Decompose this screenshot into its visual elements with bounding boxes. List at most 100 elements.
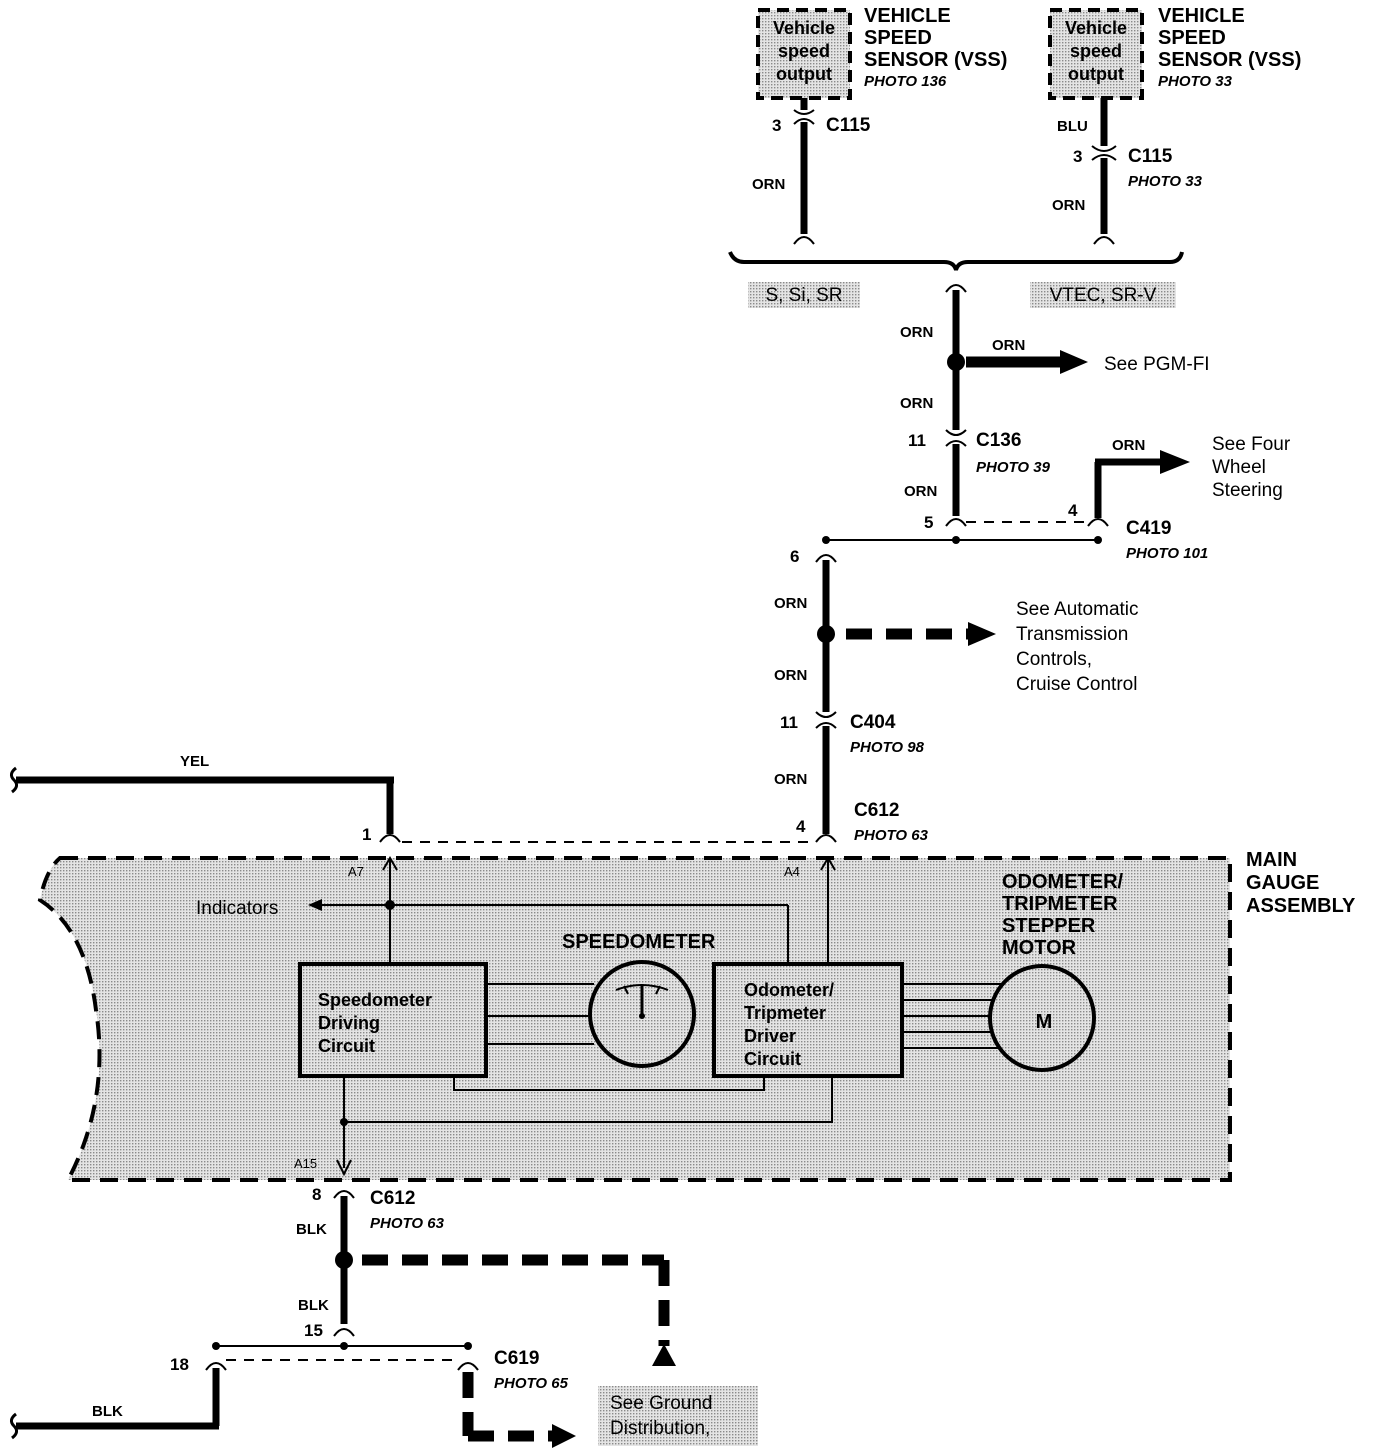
vss-right-title-1: VEHICLE bbox=[1158, 5, 1245, 27]
speedometer-label: SPEEDOMETER bbox=[562, 931, 716, 953]
wire-label-orn-7: ORN bbox=[774, 667, 807, 684]
orn-trunk: ORN ORN See PGM-FI ORN 11 C136 PHOTO 39 … bbox=[900, 284, 1210, 527]
c404-name: C404 bbox=[850, 712, 896, 733]
indicators-label: Indicators bbox=[196, 898, 278, 919]
vss-right-box-line1: Vehicle bbox=[1065, 18, 1127, 38]
wire-label-blu: BLU bbox=[1057, 118, 1088, 135]
wire-label-orn-1: ORN bbox=[752, 176, 785, 193]
c115-right-pin: 3 bbox=[1073, 147, 1082, 166]
wire-label-orn-8: ORN bbox=[774, 771, 807, 788]
vss-right-title-3: SENSOR (VSS) bbox=[1158, 49, 1301, 71]
c115-left-pin: 3 bbox=[772, 116, 781, 135]
speedo-circuit-2: Driving bbox=[318, 1013, 380, 1033]
speedo-circuit-3: Circuit bbox=[318, 1036, 375, 1056]
vss-left-box bbox=[756, 8, 852, 100]
ref-ground-2: Distribution, bbox=[610, 1418, 710, 1439]
c612-top-photo: PHOTO 63 bbox=[854, 827, 929, 844]
stepper-title-1: ODOMETER/ bbox=[1002, 871, 1124, 893]
odo-circuit-2: Tripmeter bbox=[744, 1003, 826, 1023]
vss-left-box-line2: speed bbox=[778, 41, 830, 61]
vss-left-title-2: SPEED bbox=[864, 27, 932, 49]
wire-label-orn-5: ORN bbox=[904, 483, 937, 500]
c612-bottom-name: C612 bbox=[370, 1188, 415, 1209]
wire-label-orn-4: ORN bbox=[900, 395, 933, 412]
c115-right-photo: PHOTO 33 bbox=[1128, 173, 1203, 190]
c136-name: C136 bbox=[976, 430, 1021, 451]
orn-lower-trunk: 6 ORN See Automatic Transmission Control… bbox=[774, 547, 1139, 844]
ref-4ws-2: Wheel bbox=[1212, 457, 1266, 478]
c404-pin: 11 bbox=[780, 713, 798, 732]
odo-circuit-1: Odometer/ bbox=[744, 980, 834, 1000]
ref-at-4: Cruise Control bbox=[1016, 674, 1137, 695]
vss-right-title-2: SPEED bbox=[1158, 27, 1226, 49]
c612-bottom-pin: 8 bbox=[312, 1185, 321, 1204]
ref-at-1: See Automatic bbox=[1016, 599, 1139, 620]
c612-pin-left: 1 bbox=[362, 825, 371, 844]
ref-at-2: Transmission bbox=[1016, 624, 1128, 645]
gauge-title-3: ASSEMBLY bbox=[1246, 895, 1356, 917]
c419-pin-left: 5 bbox=[924, 513, 933, 532]
terminal-a4: A4 bbox=[784, 864, 800, 879]
ref-4ws-1: See Four bbox=[1212, 434, 1291, 455]
c612-pin-right: 4 bbox=[796, 817, 806, 836]
speedo-circuit-1: Speedometer bbox=[318, 990, 432, 1010]
vss-right-box-line2: speed bbox=[1070, 41, 1122, 61]
stepper-title-3: STEPPER bbox=[1002, 915, 1096, 937]
odo-circuit-3: Driver bbox=[744, 1026, 796, 1046]
ref-pgmfi: See PGM-FI bbox=[1104, 354, 1210, 375]
vss-left-title-1: VEHICLE bbox=[864, 5, 951, 27]
vss-right-box-line3: output bbox=[1068, 64, 1124, 84]
c115-right-name: C115 bbox=[1128, 146, 1173, 167]
wire-label-orn-2: ORN bbox=[1052, 197, 1085, 214]
gauge-title-1: MAIN bbox=[1246, 849, 1297, 871]
wire-label-orn-3: ORN bbox=[900, 324, 933, 341]
terminal-a15: A15 bbox=[294, 1156, 317, 1171]
wire-label-blk-3: BLK bbox=[92, 1403, 123, 1420]
stepper-title-4: MOTOR bbox=[1002, 937, 1077, 959]
c419-pin-right: 4 bbox=[1068, 501, 1078, 520]
wire-label-blk-1: BLK bbox=[296, 1221, 327, 1238]
wire-label-blk-2: BLK bbox=[298, 1297, 329, 1314]
vss-right-photo: PHOTO 33 bbox=[1158, 73, 1233, 90]
c115-left-name: C115 bbox=[826, 115, 871, 136]
c419-photo: PHOTO 101 bbox=[1126, 545, 1208, 562]
stepper-motor-circle bbox=[988, 964, 1096, 1072]
wire-label-yel: YEL bbox=[180, 753, 209, 770]
wire-vss-right: BLU 3 C115 PHOTO 33 ORN bbox=[1052, 98, 1203, 245]
variant-right-label: VTEC, SR-V bbox=[1050, 285, 1157, 306]
vss-left-box-line3: output bbox=[776, 64, 832, 84]
c612-top-name: C612 bbox=[854, 800, 899, 821]
wire-label-orn-pgmfi: ORN bbox=[992, 337, 1025, 354]
c136-pin: 11 bbox=[908, 431, 926, 450]
yel-wire: YEL 1 bbox=[9, 753, 816, 844]
c619-pin-mid: 15 bbox=[304, 1321, 323, 1340]
variant-brace: S, Si, SR VTEC, SR-V bbox=[728, 251, 1184, 308]
ref-4ws-3: Steering bbox=[1212, 480, 1283, 501]
wire-label-orn-6: ORN bbox=[774, 595, 807, 612]
c619-pin-left: 18 bbox=[170, 1355, 189, 1374]
wire-label-orn-4ws: ORN bbox=[1112, 437, 1145, 454]
c419-name: C419 bbox=[1126, 518, 1171, 539]
ref-at-3: Controls, bbox=[1016, 649, 1092, 670]
c419-branch: 5 4 ORN See Four Wheel Steering C419 PHO… bbox=[822, 434, 1291, 562]
odo-circuit-4: Circuit bbox=[744, 1049, 801, 1069]
c404-pin-top: 6 bbox=[790, 547, 799, 566]
vss-left-box-line1: Vehicle bbox=[773, 18, 835, 38]
wire-vss-left: 3 C115 ORN bbox=[752, 98, 871, 245]
c619-photo: PHOTO 65 bbox=[494, 1375, 569, 1392]
c619-name: C619 bbox=[494, 1348, 539, 1369]
motor-label: M bbox=[1036, 1011, 1053, 1033]
gauge-title-2: GAUGE bbox=[1246, 872, 1319, 894]
vss-right-box bbox=[1048, 8, 1144, 100]
vss-left-title-3: SENSOR (VSS) bbox=[864, 49, 1007, 71]
vss-left: Vehicle speed output VEHICLE SPEED SENSO… bbox=[756, 5, 1007, 100]
vss-right: Vehicle speed output VEHICLE SPEED SENSO… bbox=[1048, 5, 1301, 100]
c612-bottom-photo: PHOTO 63 bbox=[370, 1215, 445, 1232]
vss-left-photo: PHOTO 136 bbox=[864, 73, 947, 90]
terminal-a7: A7 bbox=[348, 864, 364, 879]
ref-ground-1: See Ground bbox=[610, 1393, 712, 1414]
ground-wiring: 8 C612 PHOTO 63 BLK BLK 15 18 C619 PHOTO… bbox=[9, 1185, 758, 1448]
variant-left-label: S, Si, SR bbox=[765, 285, 842, 306]
